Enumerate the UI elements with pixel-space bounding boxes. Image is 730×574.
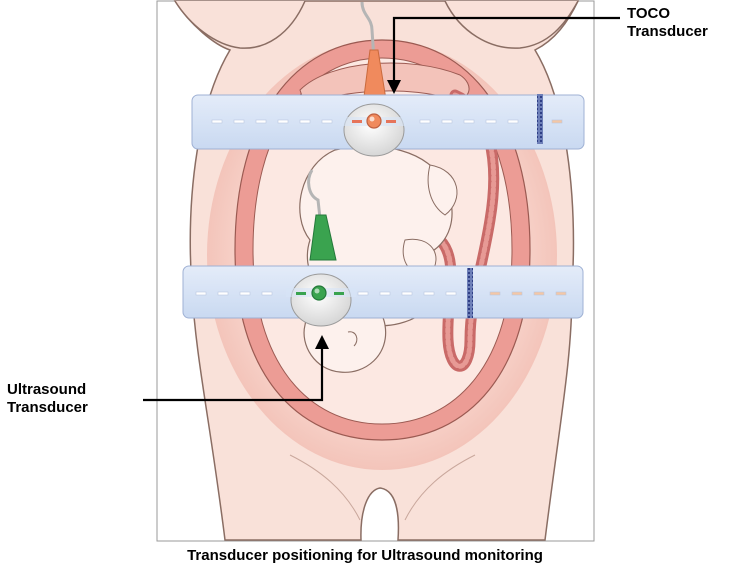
ultrasound-strap-mark-left [296, 292, 306, 295]
toco-belt-buckle [537, 94, 543, 144]
toco-button[interactable] [367, 114, 381, 128]
ultrasound-belt [183, 266, 583, 318]
toco-transducer-label: TOCO Transducer [627, 5, 708, 41]
ultrasound-button-highlight [315, 289, 320, 294]
ultrasound-strap-mark-right [334, 292, 344, 295]
ultrasound-transducer-label: Ultrasound Transducer [7, 381, 88, 417]
toco-label-line-2: Transducer [627, 23, 708, 41]
toco-button-highlight [370, 117, 375, 122]
toco-label-line-1: TOCO [627, 5, 708, 23]
toco-strap-mark-left [352, 120, 362, 123]
ultrasound-button[interactable] [312, 286, 326, 300]
figure-caption: Transducer positioning for Ultrasound mo… [0, 547, 730, 564]
ultrasound-label-line-2: Transducer [7, 399, 88, 417]
toco-transducer-head[interactable] [344, 104, 404, 156]
ultrasound-belt-buckle [467, 268, 473, 318]
ultrasound-label-line-1: Ultrasound [7, 381, 88, 399]
toco-strap-mark-right [386, 120, 396, 123]
